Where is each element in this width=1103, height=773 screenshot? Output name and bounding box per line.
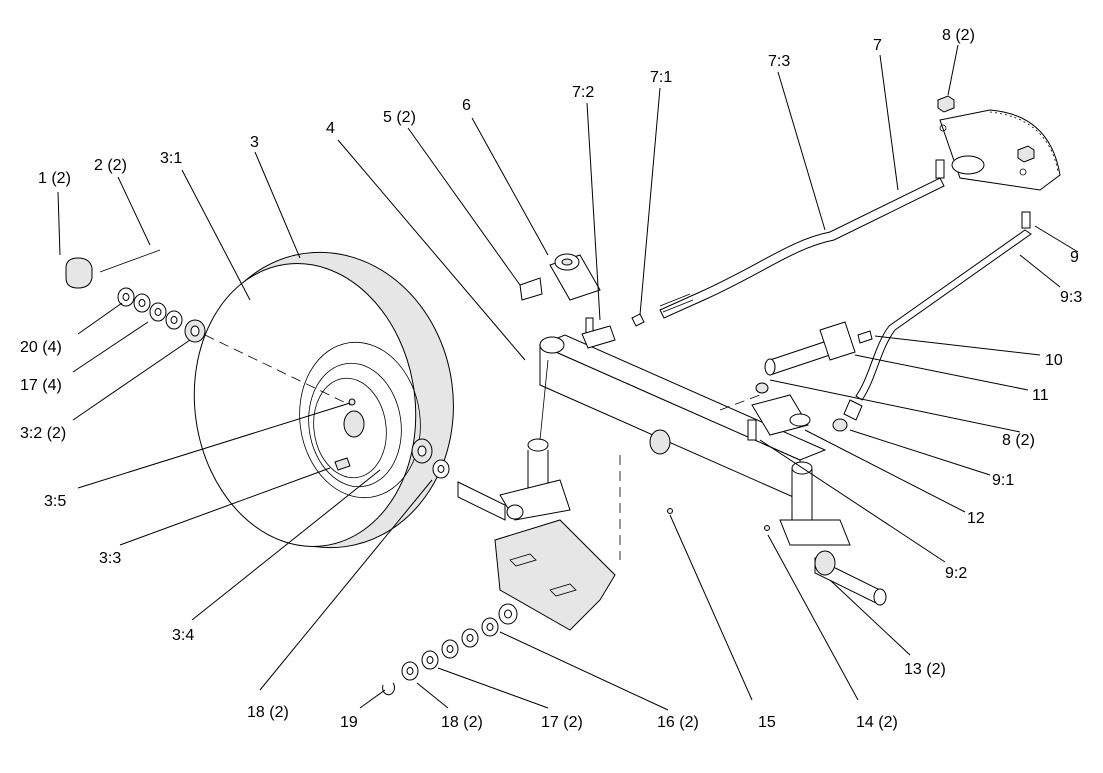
sector-gear: [937, 95, 1061, 191]
callout-3-2: 3:2 (2): [20, 425, 66, 442]
callout-16: 16 (2): [657, 714, 699, 731]
callout-19: 19: [340, 714, 358, 731]
small-fitting: [764, 525, 770, 531]
grease-fitting: [667, 508, 673, 514]
callout-8-top: 8 (2): [942, 27, 975, 44]
axle-spacers: [411, 438, 450, 479]
callout-8-mid: 8 (2): [1002, 432, 1035, 449]
tie-rod: [832, 211, 1032, 432]
left-hardware: [65, 249, 351, 406]
callout-3: 3: [250, 134, 259, 151]
callout-18-left: 18 (2): [247, 704, 289, 721]
callout-9: 9: [1070, 249, 1079, 266]
callout-7-2: 7:2: [572, 84, 594, 101]
callout-20: 20 (4): [20, 339, 62, 356]
callout-2: 2 (2): [94, 157, 127, 174]
callout-9-3: 9:3: [1060, 289, 1082, 306]
steering-arm-left: [519, 253, 645, 349]
pivot-bracket: [719, 321, 873, 441]
callout-11: 11: [1032, 387, 1049, 404]
callout-7-3: 7:3: [768, 53, 790, 70]
callout-17-top: 17 (4): [20, 377, 62, 394]
callout-1: 1 (2): [38, 170, 71, 187]
callout-3-1: 3:1: [160, 150, 182, 167]
right-spindle: [779, 461, 887, 606]
tire-assembly: [193, 251, 454, 549]
callout-7-1: 7:1: [650, 69, 672, 86]
callout-9-1: 9:1: [992, 472, 1014, 489]
callout-3-5: 3:5: [44, 493, 66, 510]
callout-17-bottom: 17 (2): [541, 714, 583, 731]
callout-3-4: 3:4: [172, 627, 194, 644]
callout-labels: 1 (2) 2 (2) 3:1 3 4 5 (2) 6 7:2 7:1 7:3 …: [20, 27, 1082, 731]
callout-3-3: 3:3: [99, 550, 121, 567]
axle-bracket: [494, 455, 621, 631]
callout-4: 4: [326, 120, 335, 137]
callout-5: 5 (2): [383, 109, 416, 126]
bottom-washers: [382, 603, 518, 696]
left-spindle: [457, 479, 571, 521]
callout-7: 7: [873, 37, 882, 54]
callout-15: 15: [758, 714, 776, 731]
callout-13: 13 (2): [904, 661, 946, 678]
callout-18-bottom: 18 (2): [441, 714, 483, 731]
drag-link: [659, 159, 945, 319]
callout-14: 14 (2): [856, 714, 898, 731]
leader-lines: [57, 44, 1079, 711]
callout-9-2: 9:2: [945, 565, 967, 582]
callout-12: 12: [967, 510, 985, 527]
callout-6: 6: [462, 97, 471, 114]
callout-10: 10: [1045, 352, 1063, 369]
